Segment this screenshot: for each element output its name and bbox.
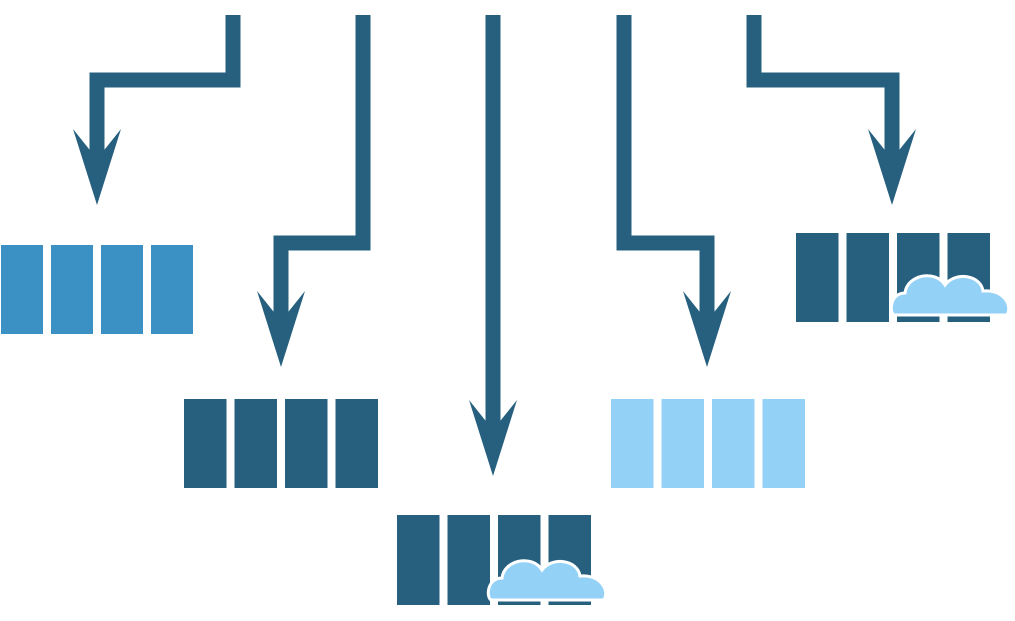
block-segment (661, 399, 704, 488)
block-segment (611, 399, 654, 488)
arrow-shaft (746, 15, 900, 160)
arrow-4 (616, 15, 731, 367)
arrow-shaft (89, 15, 241, 160)
block-segment (447, 515, 490, 605)
block-segment (335, 399, 378, 488)
block-segment (234, 399, 277, 488)
block-group-1 (1, 245, 193, 334)
arrow-shaft (616, 15, 715, 322)
block-segment (285, 399, 328, 488)
cloud-shape (486, 559, 608, 602)
block-segment (846, 233, 889, 322)
cloud-shape (889, 274, 1011, 317)
arrow-head (257, 291, 305, 367)
block-group-3 (397, 515, 608, 605)
block-segment (712, 399, 755, 488)
block-group-4 (611, 399, 805, 488)
block-segment (397, 515, 440, 605)
block-segment (796, 233, 839, 322)
blocks-layer (1, 233, 1011, 605)
arrow-2 (257, 15, 371, 367)
block-segment (101, 245, 143, 334)
arrow-1 (73, 15, 241, 205)
block-segment (151, 245, 193, 334)
arrow-3 (469, 15, 517, 476)
cloud-icon (889, 274, 1011, 317)
arrow-5 (746, 15, 916, 205)
block-segment (762, 399, 805, 488)
block-group-5 (796, 233, 1011, 322)
arrows-layer (73, 15, 916, 476)
arrow-shaft (273, 15, 371, 322)
arrow-head (683, 291, 731, 367)
arrow-head (868, 129, 916, 205)
block-group-2 (184, 399, 378, 488)
cloud-icon (486, 559, 608, 602)
block-segment (1, 245, 43, 334)
block-segment (184, 399, 227, 488)
arrow-head (73, 129, 121, 205)
block-segment (51, 245, 93, 334)
arrow-head (469, 400, 517, 476)
